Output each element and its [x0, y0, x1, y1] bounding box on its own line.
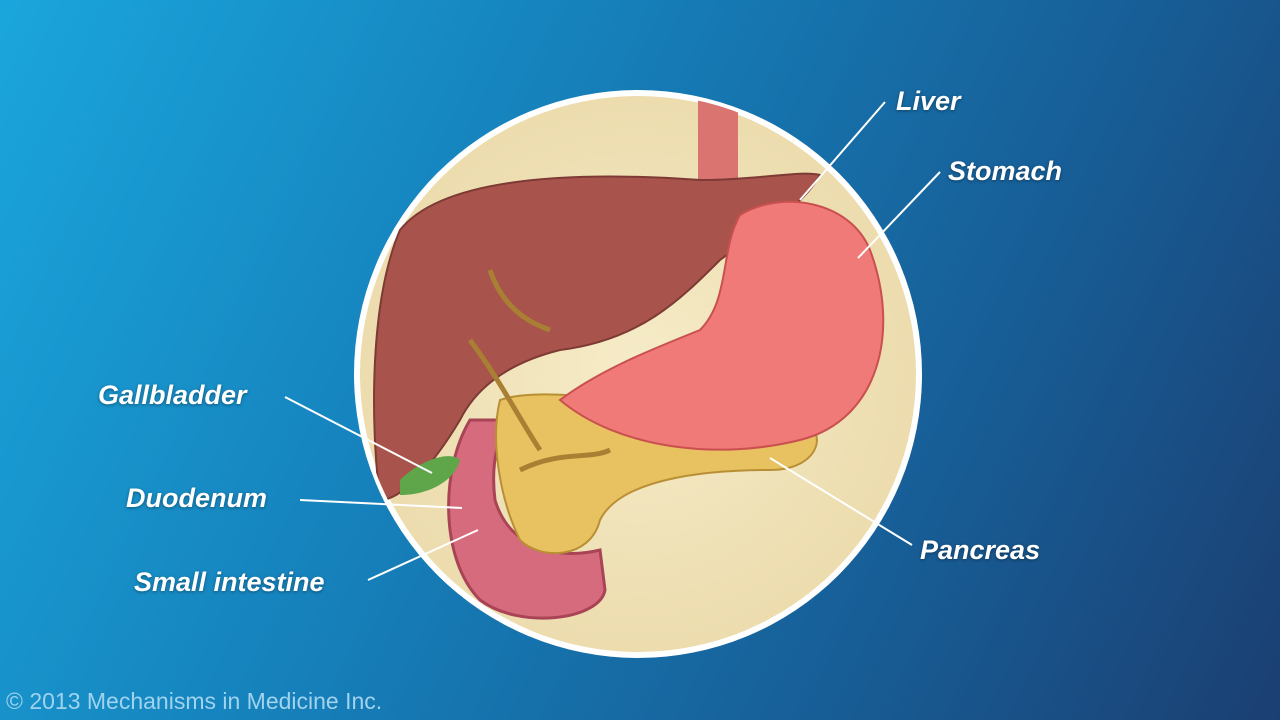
- label-duodenum: Duodenum: [126, 483, 267, 513]
- leader-lines: [284, 101, 941, 581]
- label-small-intestine: Small intestine: [134, 567, 325, 597]
- label-gallbladder: Gallbladder: [98, 380, 247, 410]
- label-liver: Liver: [896, 86, 961, 116]
- copyright-notice: © 2013 Mechanisms in Medicine Inc.: [6, 688, 383, 714]
- bile-duct: [467, 269, 612, 473]
- small-intestine: [447, 418, 607, 620]
- label-pancreas: Pancreas: [920, 535, 1041, 565]
- label-stomach: Stomach: [948, 156, 1063, 186]
- gallbladder: [400, 456, 460, 495]
- stomach: [558, 200, 885, 451]
